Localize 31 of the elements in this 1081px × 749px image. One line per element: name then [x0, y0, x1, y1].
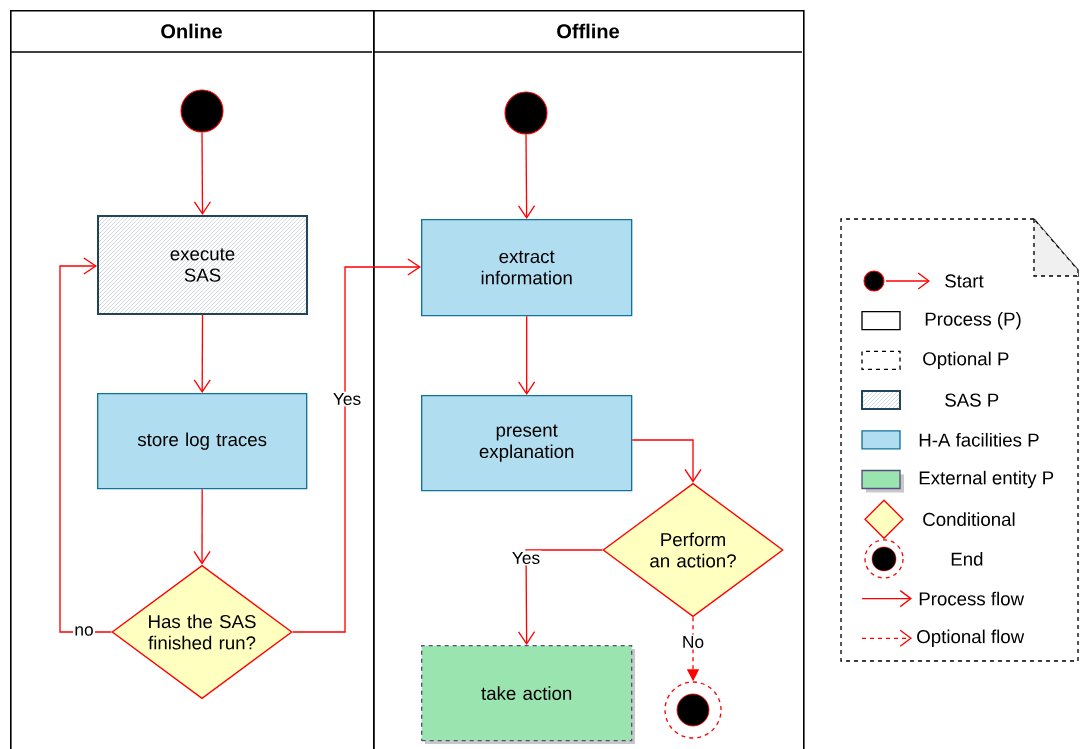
- start-circle: [180, 89, 224, 133]
- arrow: [518, 315, 536, 395]
- arrow: [193, 314, 211, 393]
- process-box: execute SAS: [97, 215, 308, 315]
- process-box: present explanation: [421, 395, 633, 492]
- edge-label: Yes: [331, 391, 363, 407]
- process-box: store log traces: [97, 393, 308, 490]
- legend-label: Process flow: [919, 591, 1025, 606]
- legend-label: Process (P): [925, 312, 1021, 330]
- arrow: [193, 131, 212, 215]
- edge-label: no: [73, 624, 95, 638]
- legend-label: External entity P: [919, 470, 1054, 489]
- arrow: [517, 549, 603, 645]
- process-box: extract information: [421, 219, 633, 317]
- arrow: [193, 488, 211, 565]
- legend-label: Conditional: [923, 512, 1015, 527]
- process-box: take action: [421, 645, 635, 744]
- arrow: [59, 257, 112, 633]
- arrow: [517, 133, 536, 219]
- legend-label: Optional P: [923, 351, 1009, 370]
- legend-label: SAS P: [945, 393, 999, 407]
- legend-label: H-A facilities P: [919, 432, 1039, 447]
- start-circle: [504, 91, 548, 135]
- legend-label: Start: [945, 274, 984, 288]
- end-circle: [664, 681, 722, 739]
- legend-label: End: [951, 552, 983, 566]
- edge-label: No: [680, 634, 706, 650]
- edge-label: Yes: [510, 550, 542, 566]
- arrow: [631, 439, 702, 483]
- legend-label: Optional flow: [917, 629, 1025, 647]
- arrow: [292, 258, 421, 633]
